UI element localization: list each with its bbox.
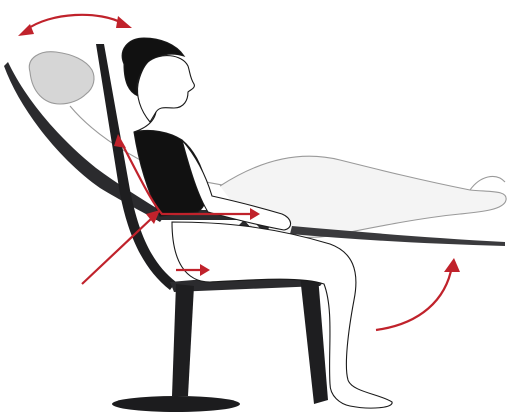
face — [138, 56, 195, 122]
curved-double-arrow-head-right — [116, 16, 132, 28]
legs — [172, 222, 392, 408]
reclined-foot — [470, 176, 505, 190]
curved-up-arrow-icon — [376, 266, 452, 330]
curved-up-arrow-head — [444, 258, 460, 272]
chair-base-shadow — [112, 396, 240, 412]
curved-double-arrow-icon — [26, 15, 124, 30]
chair-front-leg — [300, 276, 328, 404]
chair-rear-leg — [172, 284, 194, 396]
reclined-head — [29, 52, 94, 104]
